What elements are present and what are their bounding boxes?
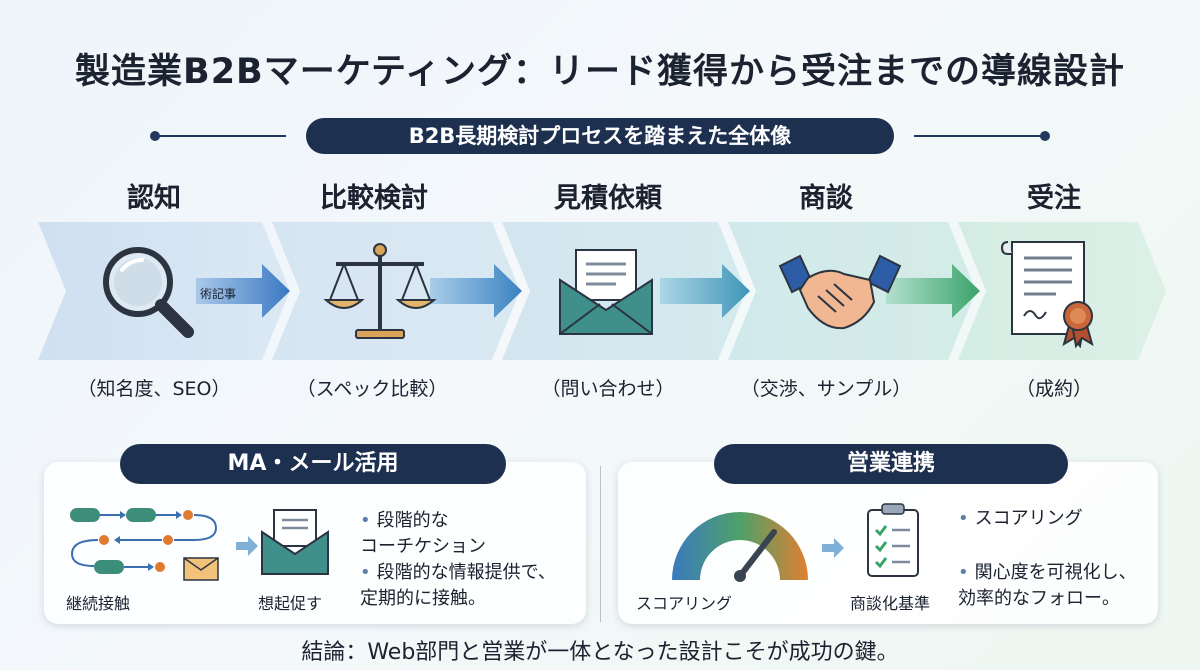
flow-arrow-3	[660, 264, 750, 318]
panel-divider	[600, 466, 601, 622]
checklist-icon	[867, 503, 919, 577]
envelope-icon	[559, 249, 653, 335]
flow-arrow-1	[196, 264, 290, 318]
arrow-right-icon	[822, 538, 844, 558]
subtitle-row: B2B長期検討プロセスを踏まえた全体像	[150, 118, 1050, 154]
checklist-label: 商談化基準	[850, 594, 931, 613]
sales-bullet-1-text: スコアリング	[974, 508, 1083, 529]
flow-arrow-2	[430, 264, 522, 318]
stage-title-order: 受注	[1027, 183, 1081, 214]
stage-caption-comparison: （スペック比較）	[296, 378, 448, 400]
stage-caption-order: （成約）	[1015, 378, 1092, 400]
sales-bullet-2: •関心度を可視化し、 効率的なフォロー。	[958, 560, 1137, 612]
handshake-icon	[778, 254, 902, 330]
scale-icon	[323, 243, 437, 339]
gauge-label: スコアリング	[636, 594, 733, 613]
sales-panel-title: 営業連携	[714, 444, 1068, 484]
stage-title-quote: 見積依頼	[554, 183, 662, 214]
subtitle-pill: B2B長期検討プロセスを踏まえた全体像	[306, 118, 894, 154]
stage-title-awareness: 認知	[127, 183, 181, 214]
sales-bullet-2-text: 関心度を可視化し、 効率的なフォロー。	[958, 562, 1137, 609]
ma-bullet-1-text: 段階的な コーチケション	[360, 510, 486, 557]
stage-title-negotiation: 商談	[799, 183, 853, 214]
ma-panel-title: MA・メール活用	[120, 444, 506, 484]
ma-bullet-1: •段階的な コーチケション	[360, 508, 486, 560]
envelope-label: 想起促す	[258, 594, 323, 613]
stage-title-comparison: 比較検討	[320, 183, 428, 214]
mail-envelope-icon	[261, 509, 329, 575]
subtitle-line-right	[914, 135, 1044, 137]
conclusion-text: 結論：Web部門と営業が一体となった設計こそが成功の鍵。	[301, 640, 899, 665]
stage-caption-quote: （問い合わせ）	[541, 378, 675, 400]
subtitle-dot-right	[1040, 131, 1050, 141]
page-title: 製造業B2Bマーケティング：リード獲得から受注までの導線設計	[75, 52, 1125, 92]
stage-caption-negotiation: （交渉、サンプル）	[740, 378, 912, 400]
bullet-dot: •	[360, 510, 371, 531]
flow-label: 継続接触	[66, 594, 131, 613]
subtitle-dot-left	[150, 131, 160, 141]
stage-caption-awareness: （知名度、SEO）	[77, 378, 231, 400]
flow-arrow-4	[886, 264, 980, 318]
ma-bullet-2: •段階的な情報提供で、 定期的に接触。	[360, 560, 556, 612]
arrow-label: 術記事	[200, 286, 236, 301]
bullet-dot: •	[360, 562, 371, 583]
contract-icon	[1000, 241, 1094, 348]
bullet-dot: •	[958, 562, 969, 583]
flow-diagram-icon	[70, 508, 219, 581]
ma-bullet-2-text: 段階的な情報提供で、 定期的に接触。	[360, 562, 556, 609]
gauge-icon	[672, 512, 808, 582]
sales-bullet-1: •スコアリング	[958, 506, 1083, 532]
subtitle-line-left	[156, 135, 286, 137]
bullet-dot: •	[958, 508, 969, 529]
band-segment-2	[272, 222, 520, 360]
arrow-right-icon	[236, 536, 258, 556]
magnifier-icon	[103, 247, 194, 338]
